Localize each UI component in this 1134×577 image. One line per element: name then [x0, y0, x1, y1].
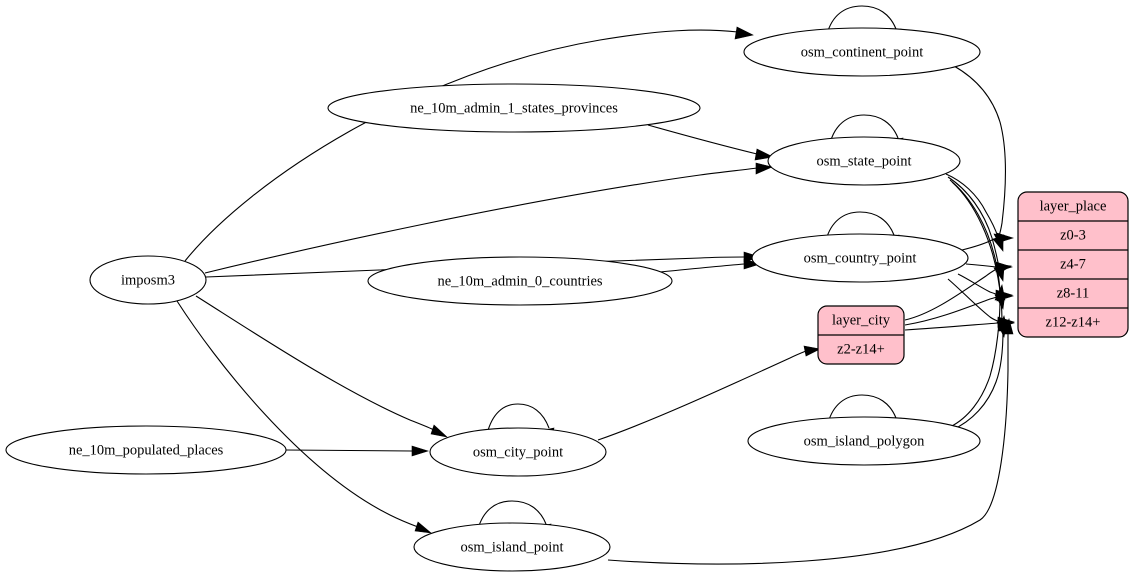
node-ne-populated-label: ne_10m_populated_places [69, 442, 224, 458]
records-layer: layer_place z0-3 z4-7 z8-11 z12-z14+ lay… [817, 191, 1129, 365]
layer-place-row-z4-7[interactable]: z4-7 [1060, 256, 1086, 272]
node-imposm3[interactable]: imposm3 [89, 255, 207, 305]
node-osm-country-point-label: osm_country_point [804, 250, 917, 266]
node-osm-island-polygon-shape[interactable] [747, 416, 981, 466]
node-osm-state-point[interactable]: osm_state_point [767, 136, 961, 186]
node-ne-admin1-shape[interactable] [327, 83, 701, 133]
layer-place-row-z12-z14[interactable]: z12-z14+ [1046, 314, 1101, 330]
edge-osm_city_point-to-layer_city [597, 345, 821, 441]
node-osm-continent-point-shape[interactable] [743, 27, 981, 77]
node-osm-city-point[interactable]: osm_city_point [429, 427, 607, 477]
node-osm-continent-point[interactable]: osm_continent_point [743, 27, 981, 77]
node-ne-admin1-label: ne_10m_admin_1_states_provinces [410, 100, 618, 116]
node-layer-city[interactable]: layer_city z2-z14+ [817, 305, 905, 365]
layer-place-row-z8-11[interactable]: z8-11 [1057, 285, 1089, 301]
edge-ne_admin1-to-osm_state_point [647, 124, 774, 161]
node-osm-state-point-label: osm_state_point [816, 153, 911, 169]
node-osm-continent-point-label: osm_continent_point [801, 44, 923, 60]
layer-place-row-z0-3[interactable]: z0-3 [1060, 227, 1086, 243]
layer-city-title: layer_city [832, 312, 891, 328]
node-osm-country-point[interactable]: osm_country_point [751, 233, 969, 283]
layer-place-title: layer_place [1040, 198, 1107, 214]
edge-ne_admin0-to-osm_country_point [659, 258, 762, 273]
node-ne-10m-populated-places[interactable]: ne_10m_populated_places [5, 425, 287, 475]
edge-layer_city-to-layer_place-z4-7 [904, 263, 1012, 321]
edge-osm_island_point-to-layer_place-z12-z14 [607, 318, 1014, 565]
node-osm-island-polygon-label: osm_island_polygon [804, 433, 926, 449]
node-ne-10m-admin-0-countries[interactable]: ne_10m_admin_0_countries [367, 256, 673, 306]
edge-imposm3-to-osm_continent_point [184, 26, 754, 262]
layer-place-body[interactable] [1017, 191, 1129, 338]
node-ne-admin0-label: ne_10m_admin_0_countries [437, 273, 602, 289]
node-ne-populated-shape[interactable] [5, 425, 287, 475]
edge-osm_country_point-to-layer_place-z0-3 [961, 232, 1015, 251]
node-ne-admin0-shape[interactable] [367, 256, 673, 306]
edge-osm_island_polygon-to-layer_place-z8-11 [949, 284, 1006, 428]
node-imposm3-shape[interactable] [89, 255, 207, 305]
node-osm-island-point[interactable]: osm_island_point [413, 522, 611, 572]
edge-imposm3-to-osm_island_point [176, 300, 432, 534]
node-osm-island-polygon[interactable]: osm_island_polygon [747, 416, 981, 466]
node-osm-city-point-label: osm_city_point [473, 444, 563, 460]
node-osm-island-point-shape[interactable] [413, 522, 611, 572]
edge-imposm3-to-osm_city_point [195, 295, 448, 438]
nodes-layer: imposm3 ne_10m_admin_1_states_provinces … [5, 27, 981, 572]
node-ne-10m-admin-1-states-provinces[interactable]: ne_10m_admin_1_states_provinces [327, 83, 701, 133]
layer-city-row-z2-z14[interactable]: z2-z14+ [837, 341, 885, 357]
edge-osm_state_point-to-layer_place-z8-11 [949, 179, 1006, 310]
node-imposm3-label: imposm3 [121, 272, 175, 288]
edge-imposm3-to-osm_state_point [204, 162, 773, 274]
node-layer-place[interactable]: layer_place z0-3 z4-7 z8-11 z12-z14+ [1017, 191, 1129, 338]
edge-osm_island_polygon-to-layer_place-z12-z14 [951, 315, 1009, 431]
node-osm-island-point-label: osm_island_point [460, 539, 563, 555]
node-osm-state-point-shape[interactable] [767, 136, 961, 186]
edge-ne_populated-to-osm_city_point [285, 445, 430, 457]
node-osm-country-point-shape[interactable] [751, 233, 969, 283]
node-osm-city-point-shape[interactable] [429, 427, 607, 477]
